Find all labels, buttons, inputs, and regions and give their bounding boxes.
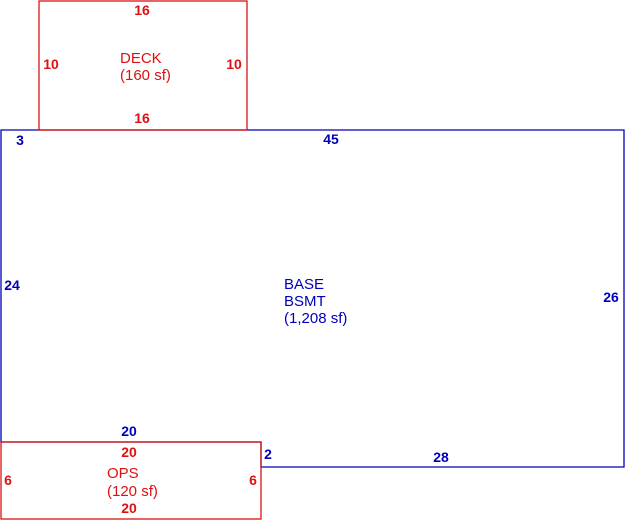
ops-area: (120 sf) [107,483,158,500]
base-dim-right: 26 [603,289,619,305]
base-name-line2: BSMT [284,293,326,310]
deck-outline [38,0,248,131]
base-name-line1: BASE [284,276,324,293]
base-dim-bottom-left: 20 [121,423,137,439]
ops-dim-left: 6 [4,472,12,488]
base-dim-bottom-step: 2 [264,446,272,462]
ops-outline [0,441,262,520]
deck-dim-left: 10 [43,56,59,72]
ops-dim-right: 6 [249,472,257,488]
base-dim-top: 45 [323,131,339,147]
base-dim-left: 24 [4,277,20,293]
ops-name: OPS [107,465,139,482]
deck-dim-top: 16 [134,2,150,18]
base-area: (1,208 sf) [284,310,347,327]
deck-dim-bottom: 16 [134,110,150,126]
base-dim-top-left: 3 [16,132,24,148]
ops-dim-top: 20 [121,444,137,460]
base-dim-bottom-right: 28 [433,449,449,465]
deck-dim-right: 10 [226,56,242,72]
deck-area: (160 sf) [120,67,171,84]
deck-name: DECK [120,50,162,67]
ops-dim-bottom: 20 [121,500,137,516]
